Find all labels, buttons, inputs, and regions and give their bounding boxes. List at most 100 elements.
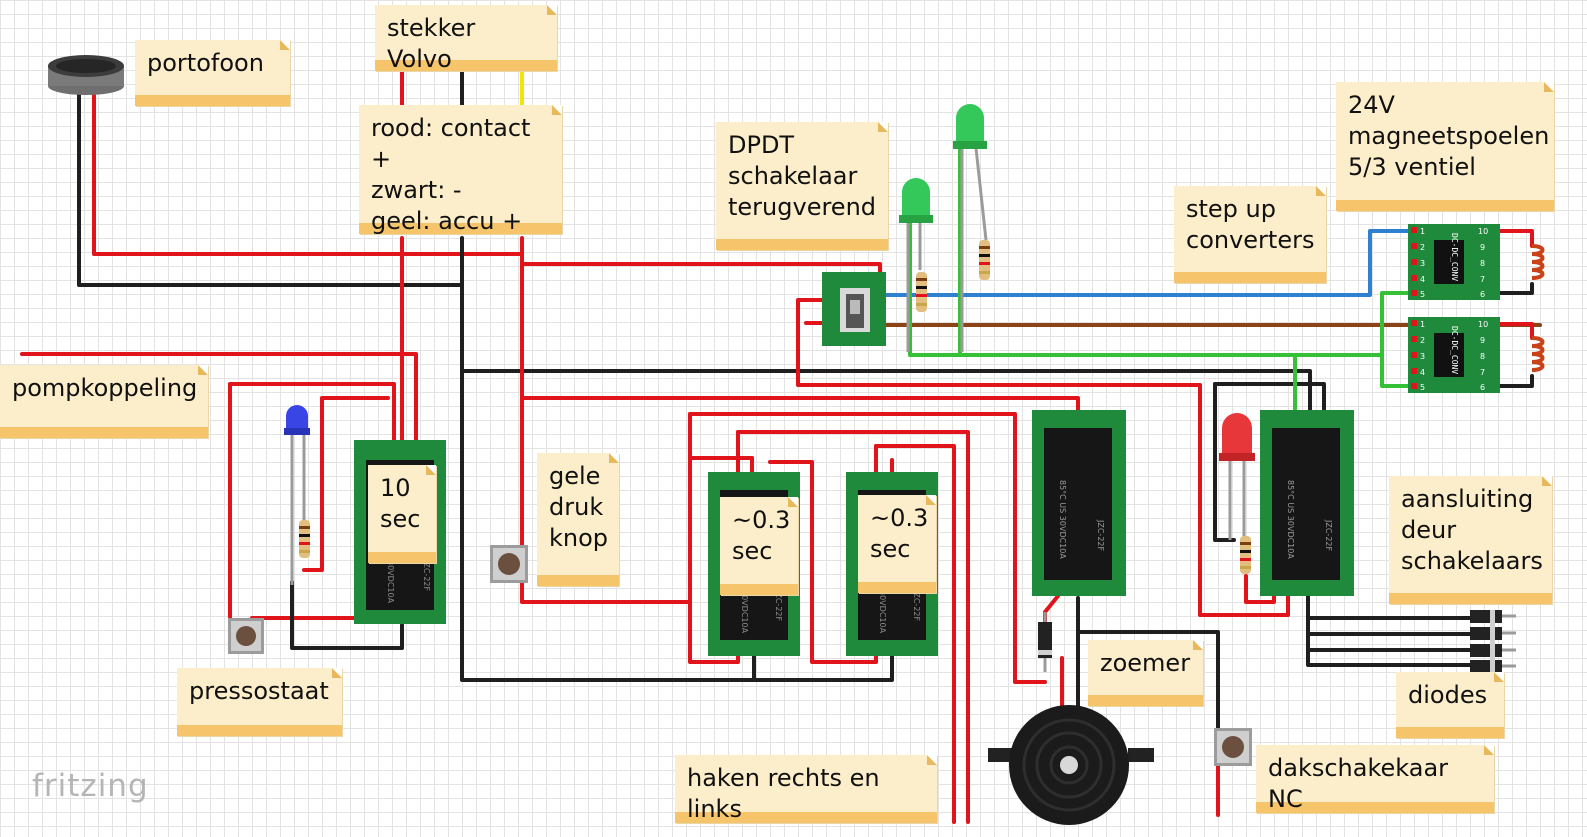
dc-dc-converter-2: DC-DC_CONV 1 2 3 4 5 10 9 8 7 6 [1408,317,1500,393]
wire-black-right2 [1213,382,1236,542]
svg-text:30VDC10A: 30VDC10A [878,590,887,634]
wire-black-led [290,580,404,650]
note-haken-text: haken rechts en links [687,764,880,823]
note-zoemer-text: zoemer [1100,649,1191,677]
resistor-icon [299,520,310,558]
note-step-up: step up converters [1174,186,1326,283]
svg-text:3: 3 [1420,352,1425,361]
note-timer-03sec-2: ~0.3 sec [858,495,936,593]
wire-red-riser2 [520,236,692,604]
note-deur-text: aansluiting deur schakelaars [1401,485,1543,575]
wire-black-h1 [460,369,1312,414]
solenoid-coil-icon-1 [1531,244,1545,280]
wire-blue [873,229,1418,297]
note-stekker-volvo: stekker Volvo [375,5,557,73]
dc-dc-converter-1: DC-DC_CONV 1 2 3 4 5 10 9 8 7 6 [1408,224,1500,300]
wire-green2 [1380,353,1418,388]
wire-black-dak [1076,630,1220,737]
note-colours-text: rood: contact + zwart: - geel: accu + [371,114,531,235]
svg-text:30VDC10A: 30VDC10A [386,560,395,604]
resistor-icon-2 [916,272,927,312]
note-gele-text: gele druk knop [549,462,609,552]
note-gele-druk-knop: gele druk knop [537,453,619,586]
note-portofoon: portofoon [135,40,290,106]
svg-text:5: 5 [1420,383,1425,392]
wire-red-conv [1496,229,1534,248]
svg-text:85°C US 30VDC10A: 85°C US 30VDC10A [1058,480,1067,559]
green-led-icon-1 [899,178,933,352]
note-pompkoppeling: pompkoppeling [0,365,208,438]
svg-text:2: 2 [1420,336,1425,345]
note-deur-schakelaars: aansluiting deur schakelaars [1389,476,1552,604]
svg-text:JZC-22F: JZC-22F [422,559,431,591]
wire-black-conv2 [1496,374,1534,388]
note-wire-colours: rood: contact + zwart: - geel: accu + [359,105,562,235]
note-timer03a-text: ~0.3 sec [732,506,791,565]
pressostaat-button-icon [228,618,264,654]
wire-portofoon-black [77,90,464,287]
svg-text:9: 9 [1480,336,1485,345]
wire-red-led-blue [302,396,390,572]
svg-text:5: 5 [1420,290,1425,299]
note-portofoon-text: portofoon [147,49,264,77]
svg-text:4: 4 [1420,368,1425,377]
wire-black-conv [1496,282,1534,295]
note-timer03b-text: ~0.3 sec [870,504,929,563]
svg-text:2: 2 [1420,243,1425,252]
svg-text:8: 8 [1480,259,1485,268]
wire-red-t1b [688,412,1047,684]
relay-buzzer-board: 85°C US 30VDC10A JZC-22F [1032,410,1126,596]
svg-text:7: 7 [1480,275,1485,284]
note-pressostaat: pressostaat [177,668,342,736]
svg-text:1: 1 [1420,227,1425,236]
dpdt-switch-icon [822,272,886,346]
diodes-array-icon [1470,610,1516,673]
wire-black-diodes [1306,593,1472,667]
svg-text:JZC-22F: JZC-22F [774,589,783,621]
note-diodes: diodes [1396,672,1504,738]
wire-pressostaat-loop [228,382,396,622]
note-dak-text: dakschakekaar NC [1268,754,1449,813]
wire-red-conv2 [1496,322,1534,340]
note-timer-10sec: 10 sec [368,465,436,563]
green-led-icon-2 [953,104,988,352]
svg-text:10: 10 [1478,320,1488,329]
wire-portofoon-red [92,90,522,256]
red-led-icon [1219,413,1255,540]
note-diodes-text: diodes [1408,681,1488,709]
svg-text:JZC-22F: JZC-22F [1096,519,1105,551]
microphone-icon [48,55,124,95]
svg-text:6: 6 [1480,290,1485,299]
note-zoemer: zoemer [1088,640,1203,706]
note-timer-03sec-1: ~0.3 sec [720,497,798,595]
fritzing-logo: fritzing [32,768,149,804]
note-dakschakelaar: dakschakekaar NC [1256,745,1494,813]
note-magneet-text: 24V magneetspoelen 5/3 ventiel [1348,91,1550,181]
svg-text:10: 10 [1478,227,1488,236]
svg-text:JZC-22F: JZC-22F [912,589,921,621]
svg-text:JZC-22F: JZC-22F [1324,519,1333,551]
relay-door-board: 85°C US 30VDC10A JZC-22F [1260,410,1354,596]
svg-text:85°C US 30VDC10A: 85°C US 30VDC10A [1286,480,1295,559]
wire-red-right [1244,574,1276,604]
wire-red-t2c [874,444,956,824]
note-dpdt-text: DPDT schakelaar terugverend [728,131,877,221]
svg-text:4: 4 [1420,275,1425,284]
resistor-icon-3 [979,240,990,280]
buzzer-icon [988,705,1154,825]
note-haken: haken rechts en links [675,755,937,823]
blue-led-icon [284,405,310,585]
svg-text:8: 8 [1480,352,1485,361]
svg-text:7: 7 [1480,368,1485,377]
diode-icon [1038,612,1052,672]
svg-text:6: 6 [1480,383,1485,392]
yellow-push-button-icon [490,545,528,583]
svg-text:9: 9 [1480,243,1485,252]
svg-text:3: 3 [1420,259,1425,268]
wire-black-right [1213,382,1326,414]
svg-text:30VDC10A: 30VDC10A [740,590,749,634]
note-magneetspoelen: 24V magneetspoelen 5/3 ventiel [1336,82,1554,211]
wire-red-t1d [736,430,970,824]
svg-text:1: 1 [1420,320,1425,329]
note-dpdt: DPDT schakelaar terugverend [716,122,888,250]
